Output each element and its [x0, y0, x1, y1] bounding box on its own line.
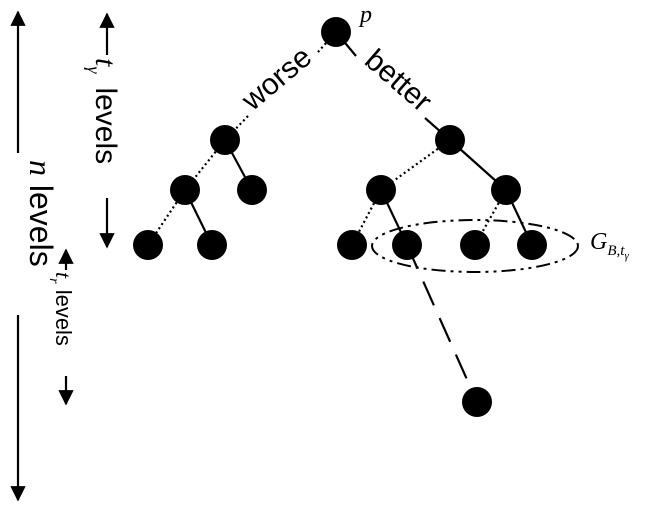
tree-edges: [147, 31, 533, 403]
node-e: [197, 230, 227, 260]
group-ellipse: [371, 219, 579, 273]
lower-levels-sub: r: [46, 278, 61, 284]
node-h: [491, 175, 521, 205]
tree-nodes: [133, 17, 547, 417]
node-f: [435, 125, 465, 155]
node-root: [321, 17, 351, 47]
top-levels-label: tγ levels: [84, 58, 122, 164]
lower-levels-arrow: tr levels: [46, 248, 76, 406]
edge-label-better: better: [358, 43, 438, 118]
edge-root-left-lower: [224, 115, 249, 141]
node-c: [237, 175, 267, 205]
total-levels-label: n levels: [23, 160, 59, 267]
group-label-sub: B,t: [607, 243, 625, 259]
total-levels-text: levels: [23, 176, 59, 267]
top-levels-sub: γ: [84, 66, 104, 74]
node-k: [460, 230, 490, 260]
node-l: [517, 230, 547, 260]
lower-levels-var: t: [51, 272, 76, 279]
edge-long-dashed-path: [405, 244, 479, 403]
total-levels-arrow: n levels: [10, 10, 59, 502]
lower-levels-text: levels: [51, 284, 76, 346]
group-label-main: G: [590, 229, 607, 255]
group-label: GB,tγ: [590, 229, 629, 262]
top-levels-arrow: tγ levels: [84, 12, 122, 249]
root-label: p: [358, 2, 372, 28]
total-levels-var: n: [23, 160, 59, 176]
node-a: [210, 125, 240, 155]
node-b: [170, 175, 200, 205]
top-levels-var: t: [89, 58, 122, 67]
node-d: [133, 230, 163, 260]
lower-levels-label: tr levels: [46, 272, 76, 346]
edge-label-worse: worse: [235, 40, 318, 117]
node-bottom: [462, 387, 492, 417]
node-g: [366, 175, 396, 205]
node-j: [392, 230, 422, 260]
group-label-subsub: γ: [624, 250, 629, 262]
top-levels-text: levels: [89, 87, 122, 164]
node-i: [337, 230, 367, 260]
